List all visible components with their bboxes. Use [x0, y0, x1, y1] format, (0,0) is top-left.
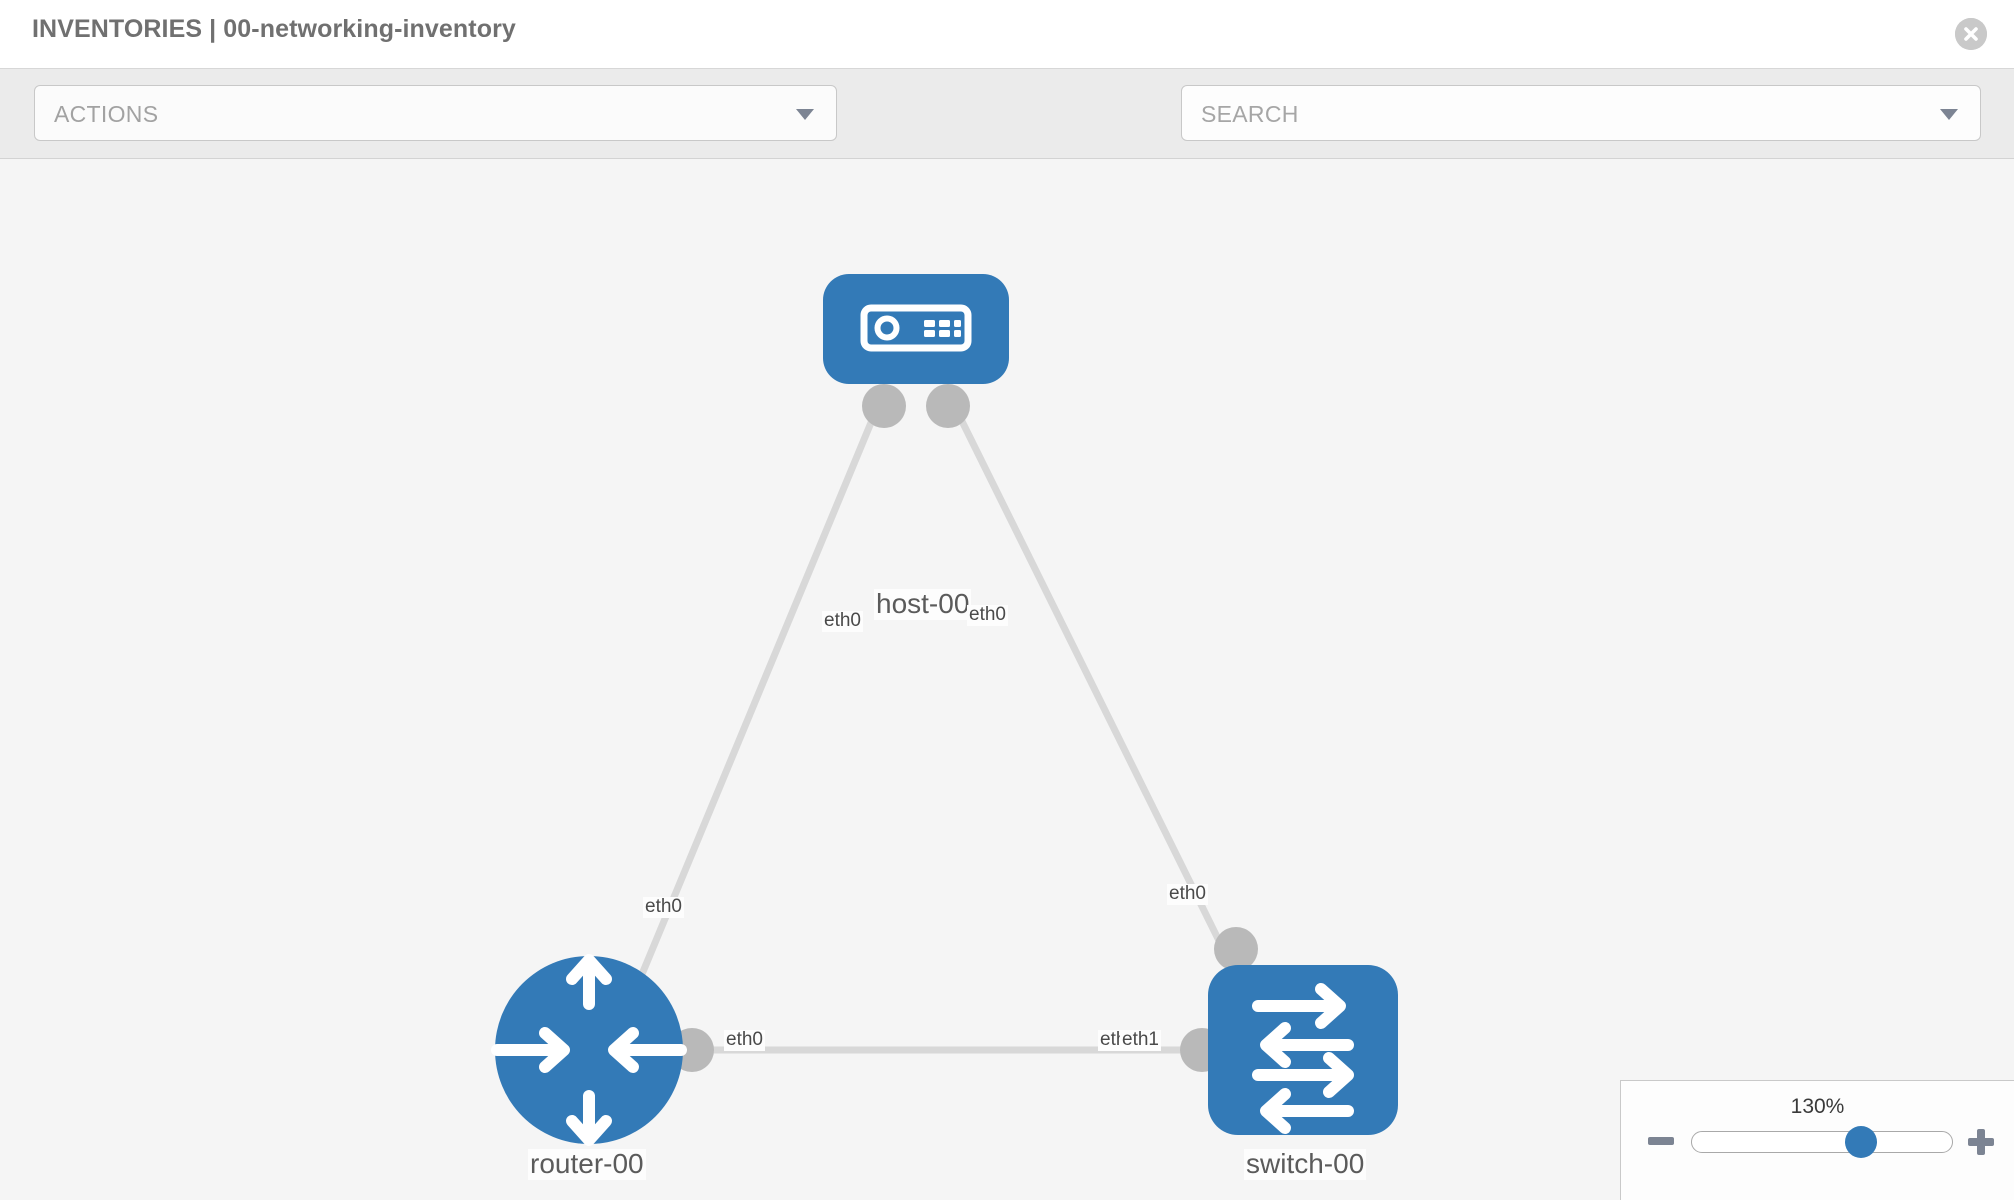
chevron-down-icon	[796, 109, 814, 120]
iface-label-switch00-up: eth0	[1167, 883, 1208, 905]
chevron-down-icon[interactable]	[1940, 109, 1958, 120]
edge-host00-switch00	[948, 399, 1232, 961]
topology-canvas[interactable]: host-00 router-00 switch-00 eth0 eth0 et…	[0, 159, 2014, 1200]
connector-host00-right	[926, 384, 970, 428]
edge-host00-router00	[636, 399, 884, 981]
node-label-host-00: host-00	[874, 588, 972, 620]
page-title: INVENTORIES | 00-networking-inventory	[32, 15, 516, 43]
toolbar: ACTIONS SEARCH	[0, 69, 2014, 199]
zoom-control-panel: 130%	[1620, 1080, 2014, 1200]
node-label-router-00: router-00	[528, 1148, 646, 1180]
topology-edges	[636, 399, 1232, 1054]
node-label-switch-00: switch-00	[1244, 1148, 1367, 1180]
node-host-00	[823, 274, 1009, 384]
zoom-slider-thumb[interactable]	[1845, 1126, 1877, 1158]
topology-connectors	[670, 384, 1258, 1072]
search-input[interactable]: SEARCH	[1181, 85, 1981, 141]
iface-label-host00-right: eth0	[967, 604, 1008, 626]
actions-dropdown[interactable]: ACTIONS	[34, 85, 837, 141]
page-header: INVENTORIES | 00-networking-inventory	[0, 0, 2014, 69]
iface-label-switch00-west-b: eth1	[1120, 1029, 1161, 1051]
actions-dropdown-label: ACTIONS	[54, 101, 159, 127]
topology-graph	[491, 274, 1398, 1146]
node-router-00	[491, 954, 687, 1146]
iface-label-host00-left: eth0	[822, 610, 863, 632]
zoom-level-label: 130%	[1790, 1095, 1845, 1118]
iface-label-router00-east: eth0	[724, 1029, 765, 1051]
zoom-in-button[interactable]	[1968, 1129, 1994, 1155]
connector-switch00-nw	[1214, 927, 1258, 971]
node-switch-00	[1208, 965, 1398, 1135]
close-icon[interactable]	[1955, 18, 1987, 50]
search-placeholder: SEARCH	[1201, 101, 1299, 127]
zoom-slider[interactable]	[1691, 1126, 1953, 1158]
iface-label-router00-up: eth0	[643, 896, 684, 918]
zoom-out-button[interactable]	[1648, 1137, 1674, 1145]
connector-host00-left	[862, 384, 906, 428]
